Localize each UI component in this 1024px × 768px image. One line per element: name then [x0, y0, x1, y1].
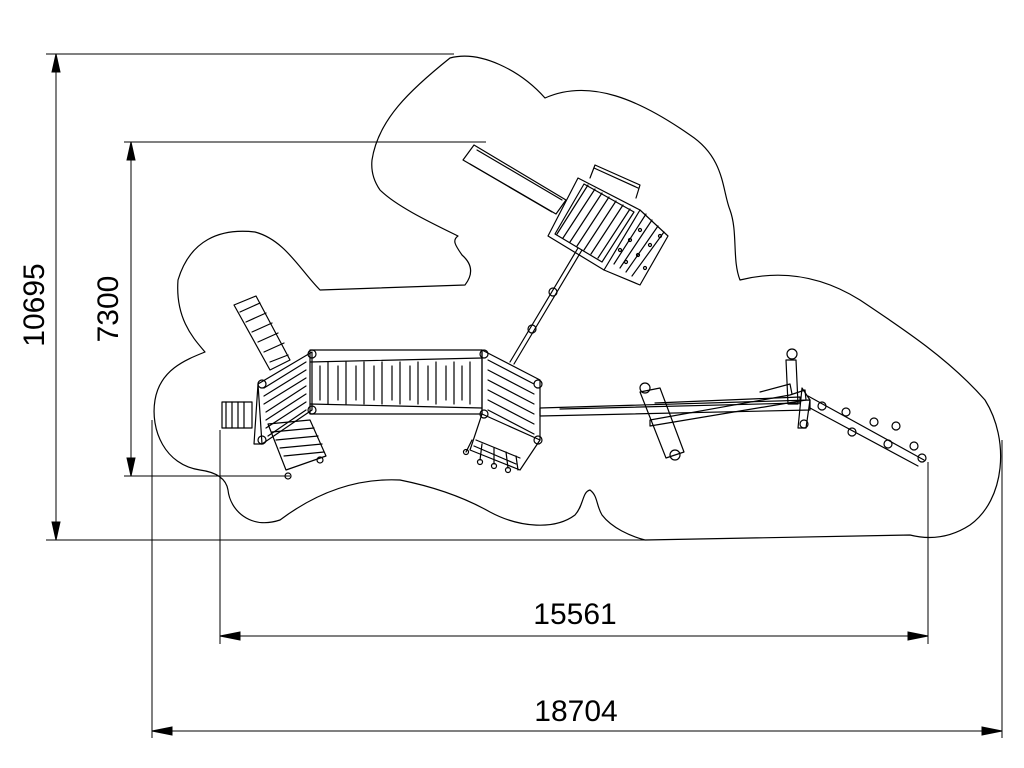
dimension-total-width: [151, 420, 1003, 738]
upper-tower-platform: [547, 164, 669, 286]
upper-slide: [462, 144, 567, 215]
equipment-width-label: 15561: [533, 598, 616, 631]
dimension-equipment-width: [219, 430, 929, 644]
right-tower-platform: [462, 349, 543, 474]
left-ladder: [233, 295, 291, 371]
equipment-height-label: 7300: [92, 276, 125, 343]
rotating-seesaw: [639, 348, 811, 461]
total-height-label: 10695: [18, 263, 51, 346]
dimension-total-height: [46, 53, 648, 541]
safety-zone-outline: [153, 55, 1002, 541]
balance-beam: [539, 399, 811, 417]
total-width-label: 18704: [534, 695, 617, 728]
central-bridge: [309, 349, 483, 415]
stepping-stones: [807, 395, 927, 467]
connecting-rope: [509, 247, 583, 365]
dimension-equipment-height: [124, 141, 486, 477]
